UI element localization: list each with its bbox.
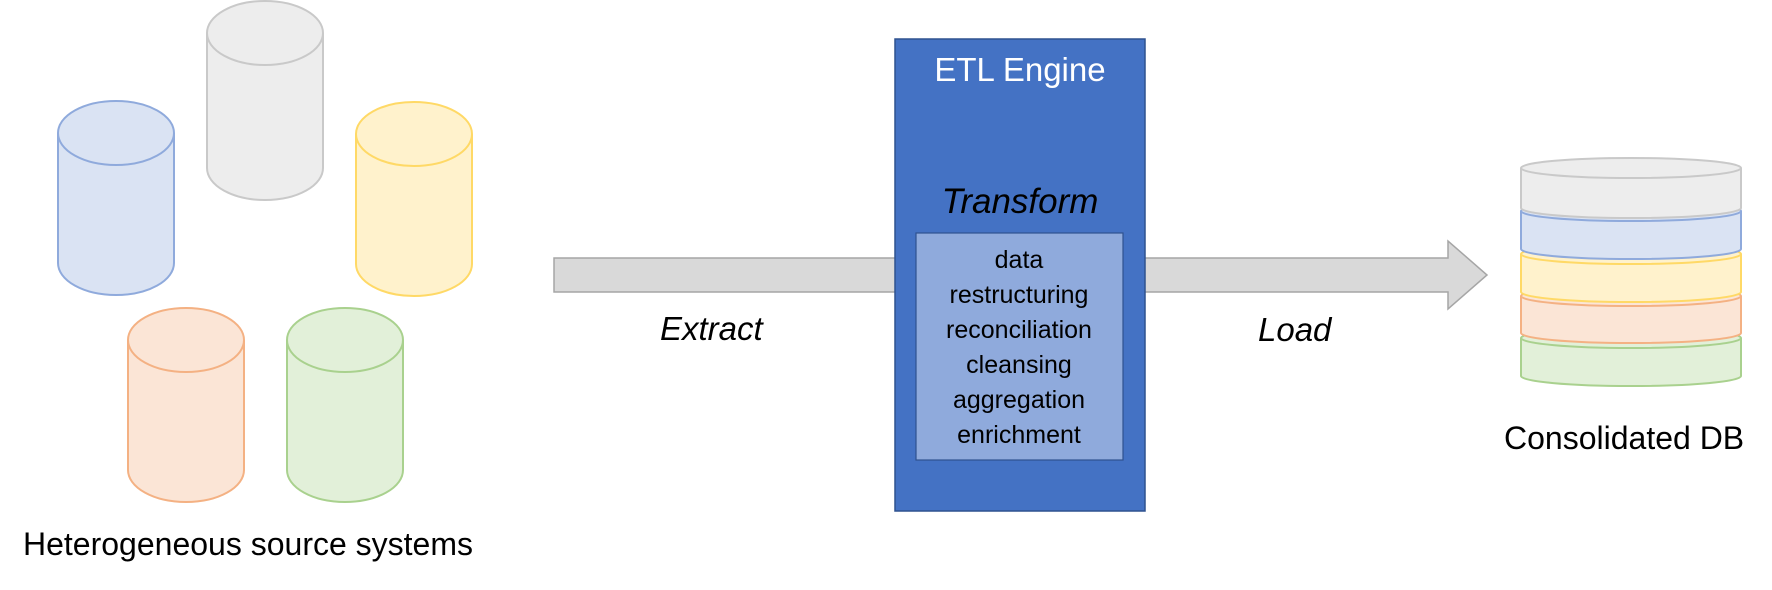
etl-engine-title: ETL Engine	[934, 51, 1105, 88]
layer-body	[1520, 254, 1742, 303]
cylinder-body	[127, 340, 245, 503]
transform-step-data: data	[995, 246, 1044, 274]
layer-body	[1520, 338, 1742, 387]
consolidated-db	[1520, 157, 1742, 387]
cylinder-top	[355, 101, 473, 167]
consolidated-db-label: Consolidated DB	[1504, 420, 1744, 456]
sources-label: Heterogeneous source systems	[23, 526, 473, 562]
transform-step-reconciliation: reconciliation	[946, 316, 1092, 344]
layer-body	[1520, 168, 1742, 219]
source-databases	[57, 0, 473, 503]
cylinder-body	[286, 340, 404, 503]
cylinder-body	[355, 134, 473, 297]
extract-label: Extract	[660, 310, 765, 347]
cylinder-top	[286, 307, 404, 373]
transform-title: Transform	[942, 182, 1099, 221]
source-db-blue	[57, 100, 175, 296]
cylinder-top	[57, 100, 175, 166]
consolidated-layer-gray	[1520, 157, 1742, 219]
layer-top	[1520, 157, 1742, 179]
layer-body	[1520, 211, 1742, 260]
load-label: Load	[1258, 311, 1333, 348]
transform-step-aggregation: aggregation	[953, 386, 1085, 414]
cylinder-body	[57, 133, 175, 296]
source-db-orange	[127, 307, 245, 503]
cylinder-top	[206, 0, 324, 66]
layer-body	[1520, 296, 1742, 344]
transform-step-cleansing: cleansing	[966, 351, 1072, 379]
source-db-yellow	[355, 101, 473, 297]
transform-steps: data restructuring reconciliation cleans…	[946, 246, 1092, 449]
cylinder-body	[206, 33, 324, 201]
source-db-green	[286, 307, 404, 503]
transform-steps-box	[915, 232, 1124, 461]
cylinder-top	[127, 307, 245, 373]
source-db-gray	[206, 0, 324, 201]
transform-step-restructuring: restructuring	[950, 281, 1089, 309]
transform-step-enrichment: enrichment	[957, 421, 1081, 449]
